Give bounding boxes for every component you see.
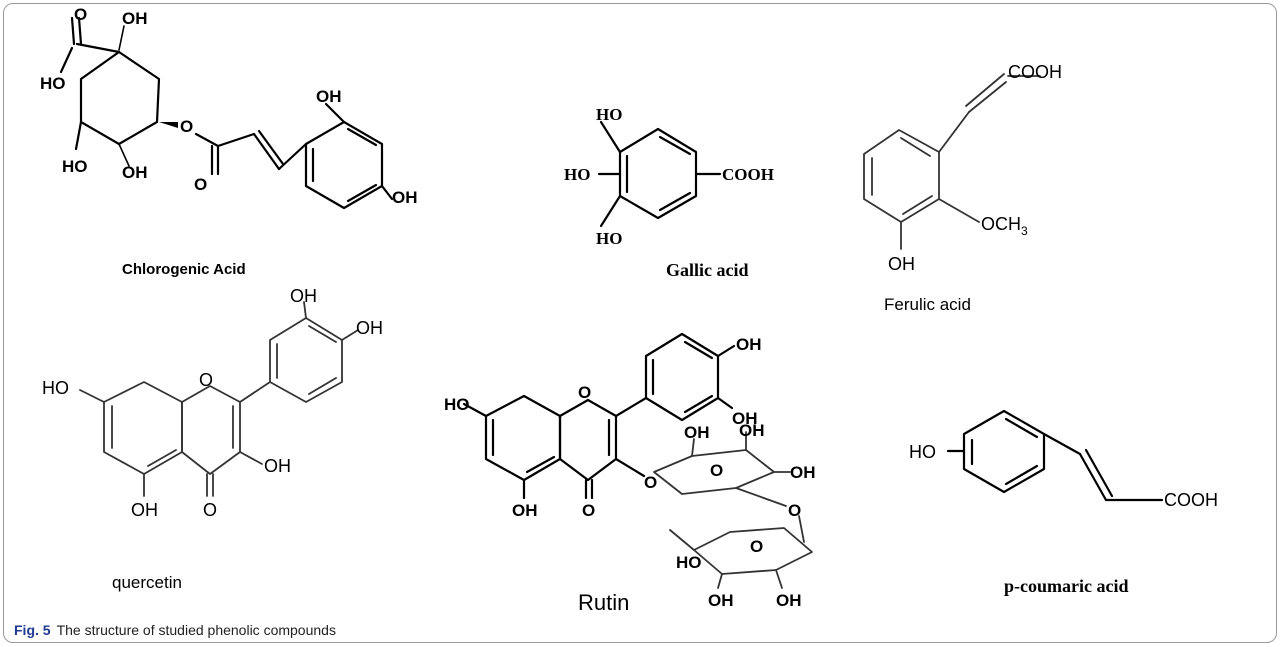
atom-oh: OH bbox=[684, 423, 710, 442]
figure-panel: O OH HO O O OH OH HO OH Chlorogenic Acid… bbox=[3, 3, 1277, 643]
atom-oh: OH bbox=[316, 87, 342, 106]
atom-oh: OH bbox=[512, 501, 538, 520]
atom-oh: OH bbox=[122, 163, 148, 182]
atom-o: O bbox=[180, 117, 193, 136]
p-coumaric-acid-structure: HO COOH p-coumaric acid bbox=[909, 409, 1218, 596]
atom-ho: HO bbox=[564, 165, 590, 184]
compound-name-ferulic: Ferulic acid bbox=[884, 295, 971, 314]
chlorogenic-acid-structure: O OH HO O O OH OH HO OH Chlorogenic Acid bbox=[40, 5, 418, 278]
atom-o: O bbox=[582, 501, 595, 520]
atom-ho: HO bbox=[42, 378, 69, 398]
figure-caption: Fig. 5 The structure of studied phenolic … bbox=[14, 622, 336, 638]
atom-cooh: COOH bbox=[722, 165, 774, 184]
atom-o: O bbox=[194, 175, 207, 194]
atom-o: O bbox=[710, 461, 723, 480]
atom-o: O bbox=[578, 383, 591, 402]
atom-ho: HO bbox=[62, 157, 88, 176]
atom-o: O bbox=[74, 5, 87, 24]
atom-oh: OH bbox=[708, 591, 734, 610]
atom-oh: OH bbox=[122, 9, 148, 28]
atom-o: O bbox=[203, 500, 217, 520]
atom-oh: OH bbox=[290, 286, 317, 306]
compound-name-rutin: Rutin bbox=[578, 590, 629, 615]
atom-o: O bbox=[644, 473, 657, 492]
compound-name-chlorogenic: Chlorogenic Acid bbox=[122, 261, 246, 278]
atom-oh: OH bbox=[356, 318, 383, 338]
atom-o: O bbox=[750, 537, 763, 556]
atom-oh: OH bbox=[739, 421, 765, 440]
atom-o: O bbox=[788, 501, 801, 520]
compound-name-gallic: Gallic acid bbox=[666, 260, 749, 280]
atom-ho: HO bbox=[444, 395, 470, 414]
atom-cooh: COOH bbox=[1008, 62, 1062, 82]
atom-oh: OH bbox=[888, 254, 915, 274]
atom-oh: OH bbox=[736, 335, 762, 354]
atom-oh: OH bbox=[790, 463, 816, 482]
structures-drawing: O OH HO O O OH OH HO OH Chlorogenic Acid… bbox=[40, 5, 1218, 615]
atom-oh: OH bbox=[264, 456, 291, 476]
atom-och3: OCH3 bbox=[981, 214, 1028, 238]
atom-ho: HO bbox=[676, 553, 702, 572]
atom-oh: OH bbox=[776, 591, 802, 610]
atom-ho: HO bbox=[40, 74, 66, 93]
atom-o: O bbox=[199, 370, 213, 390]
atom-ho: HO bbox=[909, 442, 936, 462]
atom-ho: HO bbox=[596, 105, 622, 124]
quercetin-structure: O OH OH HO OH OH O quercetin bbox=[42, 286, 383, 592]
atom-oh: OH bbox=[392, 188, 418, 207]
atom-cooh: COOH bbox=[1164, 490, 1218, 510]
figure-caption-text: The structure of studied phenolic compou… bbox=[56, 622, 336, 638]
atom-oh: OH bbox=[732, 409, 758, 428]
compound-name-quercetin: quercetin bbox=[112, 573, 182, 592]
atom-ho: HO bbox=[596, 229, 622, 248]
atom-oh: OH bbox=[131, 500, 158, 520]
compound-name-p-coumaric: p-coumaric acid bbox=[1004, 576, 1128, 596]
figure-label: Fig. 5 bbox=[14, 622, 51, 638]
gallic-acid-structure: HO HO HO COOH Gallic acid bbox=[564, 105, 774, 280]
ferulic-acid-structure: COOH OCH3 OH Ferulic acid bbox=[863, 62, 1062, 314]
rutin-structure: HO O OH OH OH O O OH OH OH O O O HO OH O… bbox=[444, 332, 816, 615]
